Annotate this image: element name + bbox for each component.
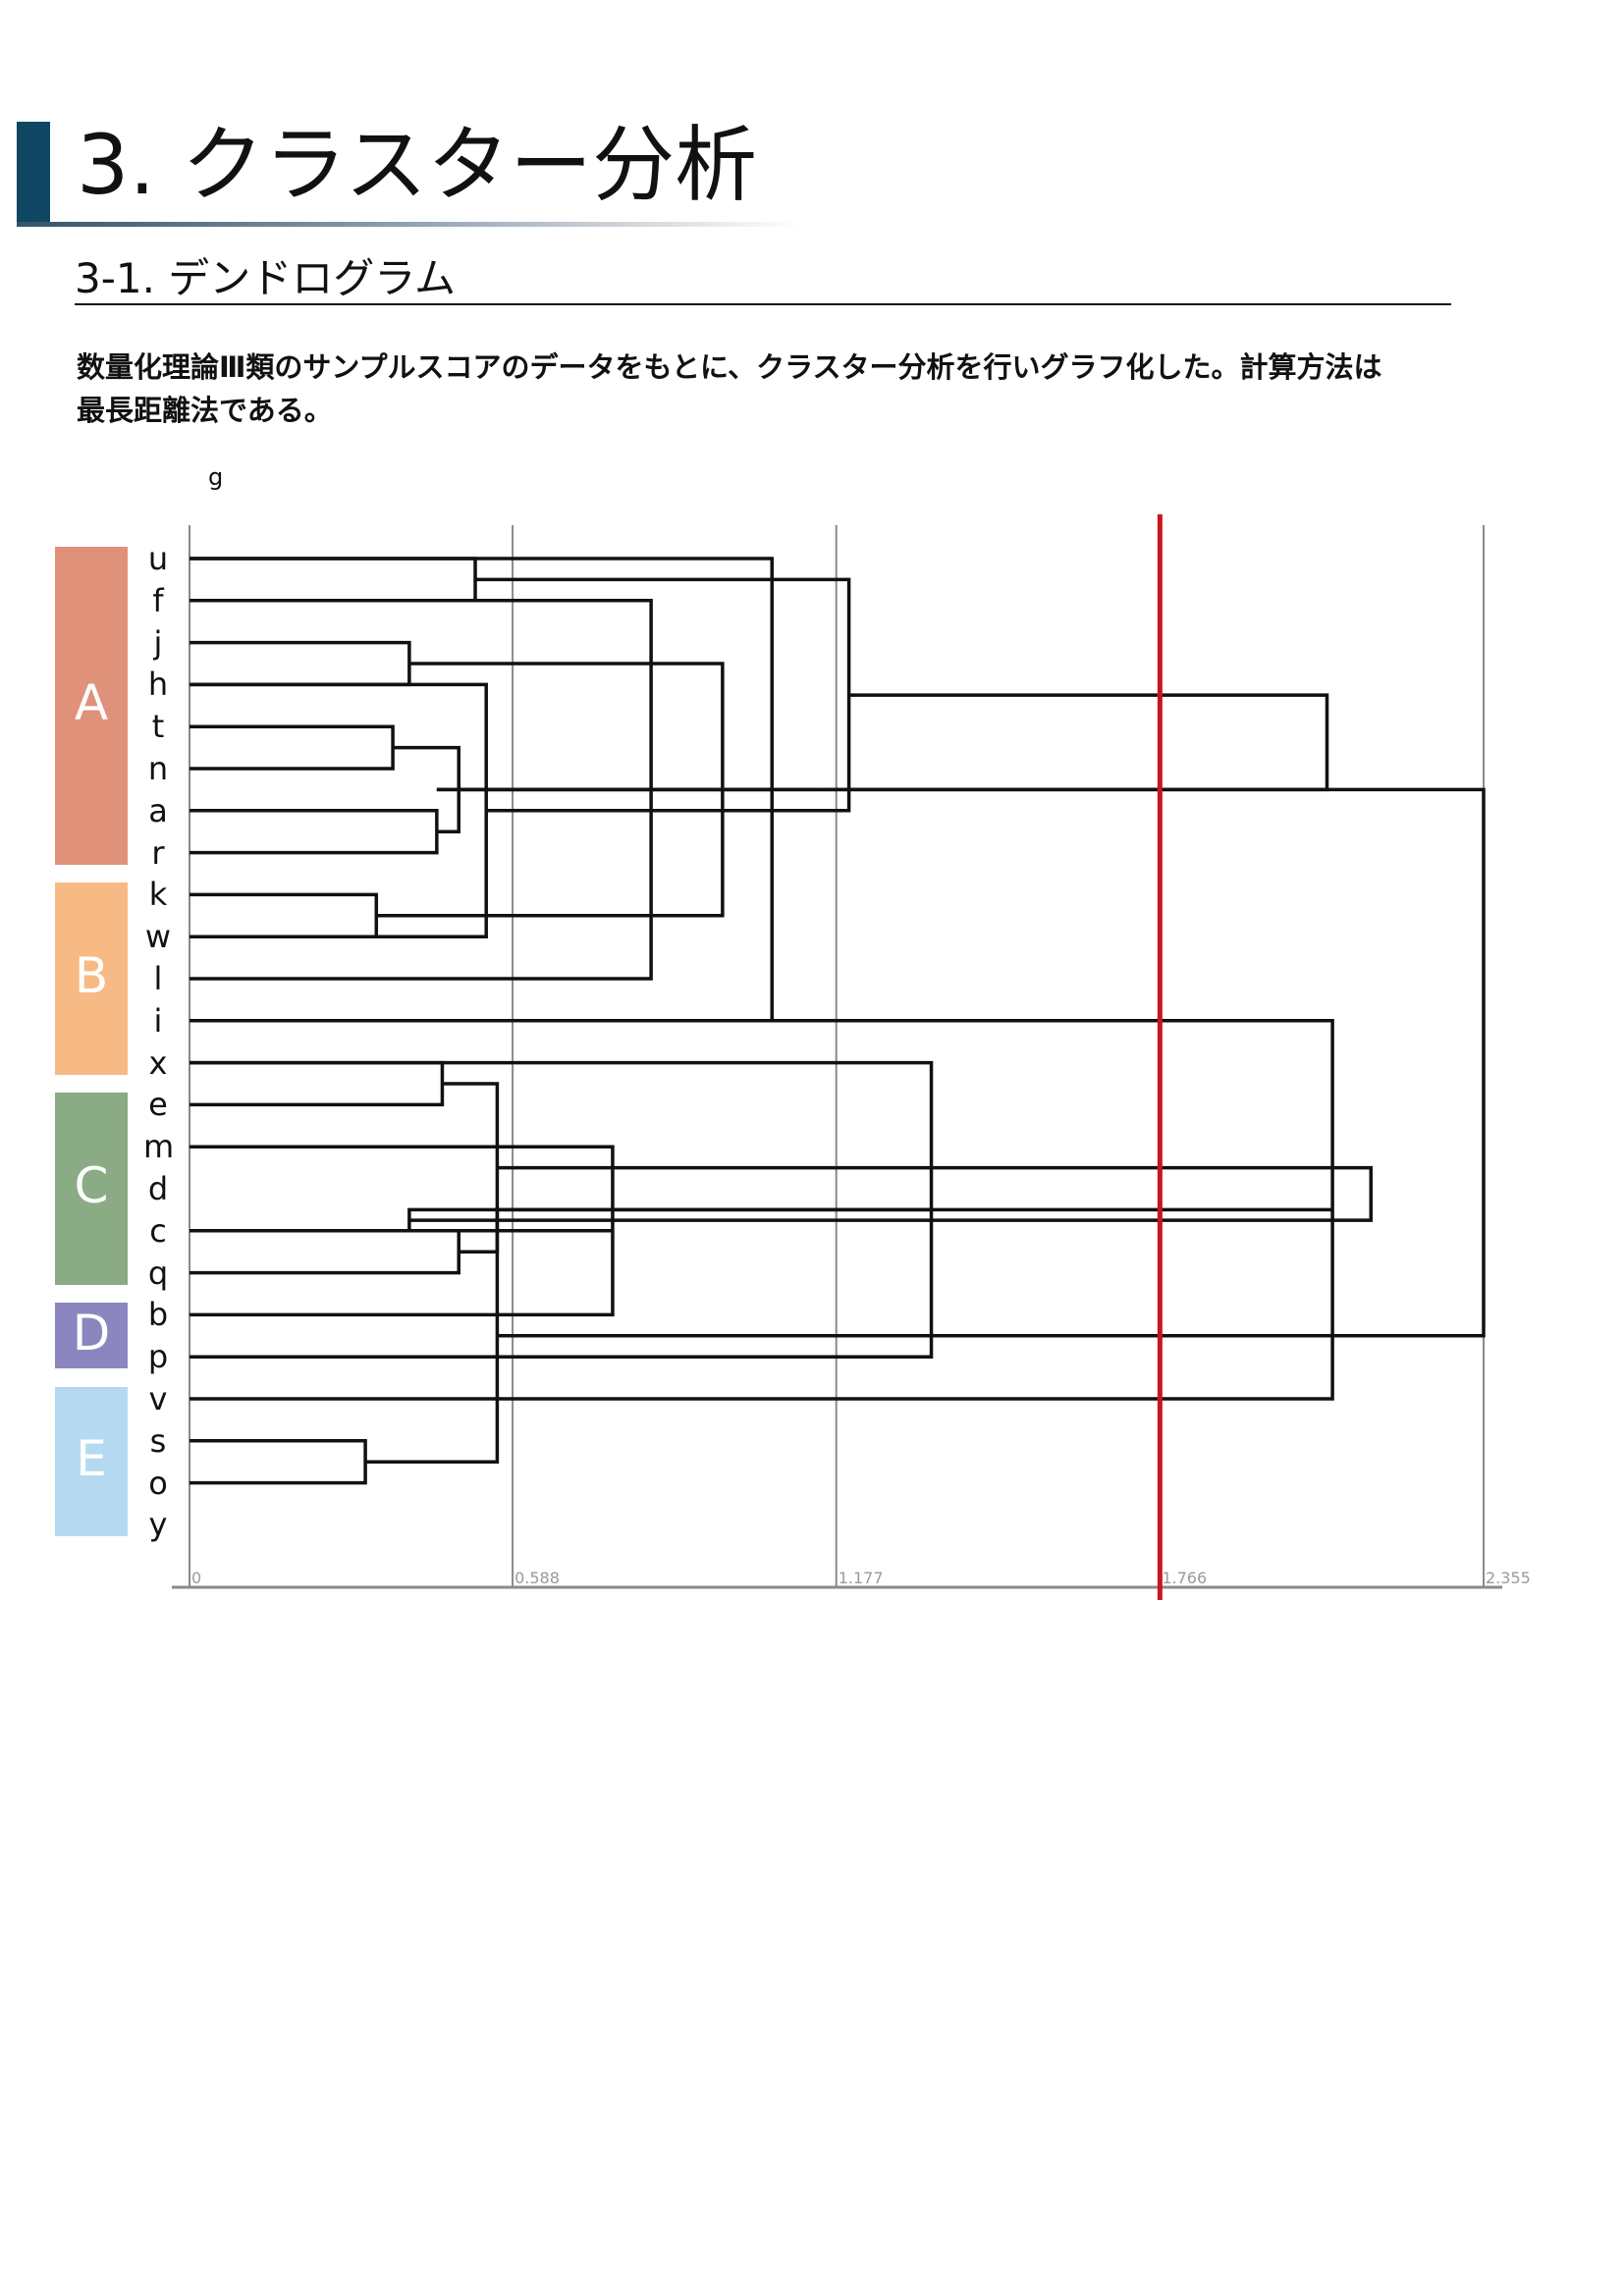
dendrogram-link [189,809,439,855]
leaf-label: u [147,540,169,577]
dendrogram-link [189,1439,367,1485]
description-line-2: 最長距離法である。 [77,394,333,427]
x-tick-label: 0 [191,1569,201,1587]
leaf-label: m [143,1128,175,1166]
group-bar-b: B [55,882,128,1075]
leaf-label: v [148,1380,168,1417]
dendrogram-link [189,892,379,938]
leaf-label: n [147,750,169,787]
leaf-label: l [153,960,163,997]
group-label: D [72,1304,111,1362]
leaf-label: k [148,876,168,914]
x-tick-label: 0.588 [514,1569,560,1587]
group-label: B [74,946,109,1004]
leaf-label: r [151,833,165,872]
leaf-label: f [152,581,164,619]
description: 数量化理論Ⅲ類のサンプルスコアのデータをもとに、クラスター分析を行いグラフ化した… [77,346,1451,432]
group-label: A [74,673,109,731]
dendrogram-link [408,1165,1374,1222]
group-bar-a: A [55,547,128,865]
dendrogram-link [436,693,1329,792]
group-bar-e: E [55,1387,128,1537]
page-title: 3. クラスター分析 [77,117,758,213]
dendrogram-chart: 0 0.588 1.177 1.766 2.355 [172,514,1531,1600]
leaf-label: c [149,1211,167,1250]
dendrogram-link [189,640,411,687]
dendrogram-link [189,724,395,771]
dendrogram-link [189,1060,445,1107]
x-tick-label: 1.766 [1162,1569,1207,1587]
dendrogram-link [189,1229,460,1275]
leaf-label: q [147,1254,169,1292]
section-title: 3-1. デンドログラム [75,254,457,302]
dendrogram-link [497,787,1486,1338]
leaf-label: w [144,918,172,956]
corner-label: g [208,463,224,491]
leaf-label: a [148,791,168,829]
leaf-label: b [147,1296,169,1334]
leaf-label: e [148,1086,168,1124]
group-bar-c: C [55,1093,128,1285]
leaf-label: p [147,1338,169,1376]
section-rule [75,303,1451,305]
leaf-label: y [148,1506,168,1544]
group-label: E [76,1430,107,1488]
leaf-label: j [153,623,163,662]
dendrogram-link [475,577,851,813]
leaf-label: x [148,1043,168,1082]
leaf-label: h [147,666,169,704]
leaf-label: d [147,1170,169,1207]
description-line-1: 数量化理論Ⅲ類のサンプルスコアのデータをもとに、クラスター分析を行いグラフ化した… [77,350,1382,384]
dendrogram-link [442,1082,500,1254]
title-accent-bar [17,122,50,226]
dendrogram-link [189,557,477,603]
x-tick-label: 2.355 [1486,1569,1531,1587]
group-label: C [74,1156,109,1214]
leaf-label: t [151,708,165,746]
leaf-label: o [148,1464,168,1502]
x-tick-label: 1.177 [839,1569,884,1587]
leaf-label: s [149,1421,167,1460]
group-bar-d: D [55,1303,128,1369]
leaf-label: i [153,1001,163,1040]
title-underline [17,222,802,227]
